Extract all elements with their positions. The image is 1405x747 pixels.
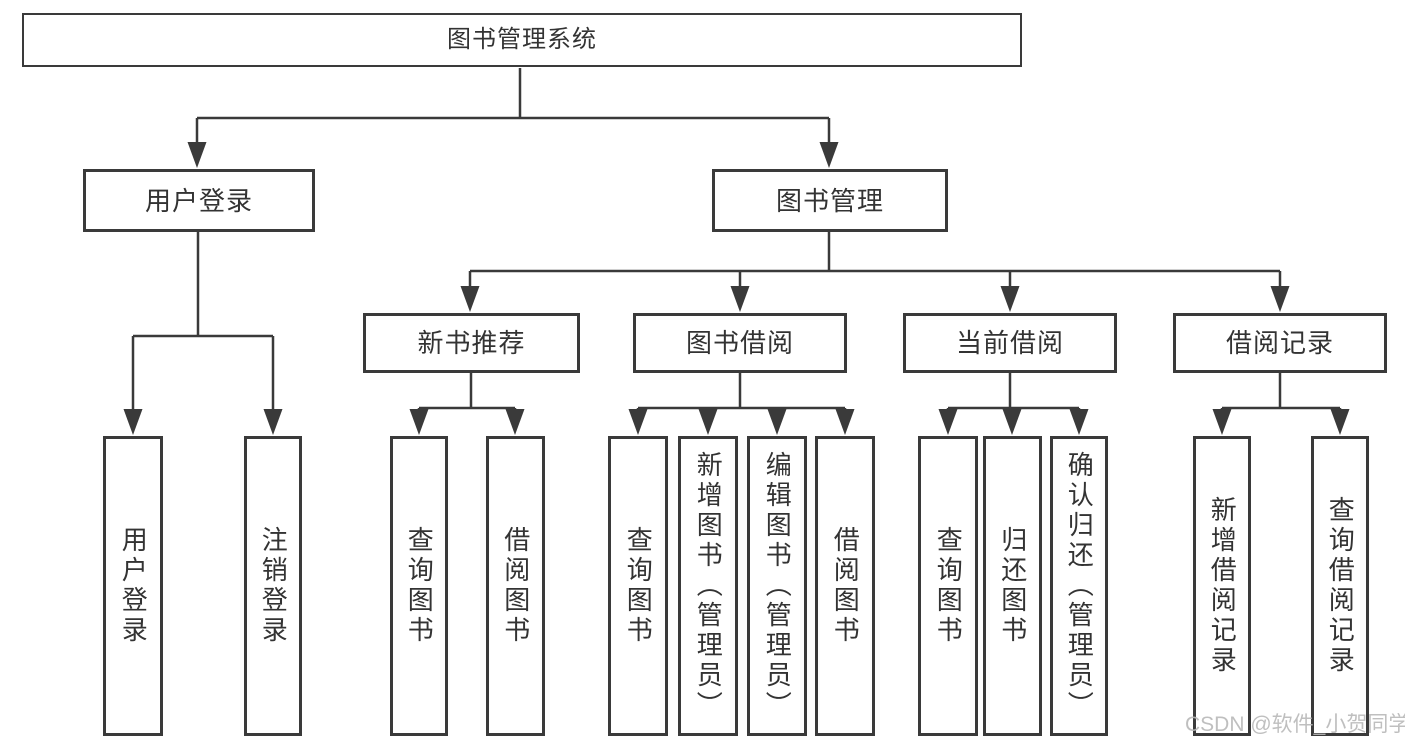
arrow-down-icon	[1069, 409, 1089, 435]
node-root-label: 图书管理系统	[447, 26, 597, 53]
arrow-down-icon	[1330, 409, 1350, 435]
arrow-down-icon	[1270, 286, 1290, 312]
node-borrow-records: 借阅记录	[1173, 313, 1387, 373]
arrow-down-icon	[409, 409, 429, 435]
leaf-return-book-label: 归还图书	[997, 526, 1028, 646]
leaf-return-book: 归还图书	[983, 436, 1042, 736]
node-root-system: 图书管理系统	[22, 13, 1022, 67]
node-book-management-label: 图书管理	[775, 185, 884, 216]
arrow-down-icon	[123, 409, 143, 435]
arrow-down-icon	[460, 286, 480, 312]
leaf-user-login-label: 用户登录	[118, 526, 149, 646]
node-user-login-label: 用户登录	[144, 185, 253, 216]
arrow-down-icon	[819, 142, 839, 168]
arrow-down-icon	[938, 409, 958, 435]
leaf-edit-book-admin: 编辑图书（管理员）	[747, 436, 807, 736]
connector-user-login	[131, 232, 275, 414]
leaf-query-books-borrow: 查询图书	[608, 436, 668, 736]
leaf-borrow-books-label: 借阅图书	[830, 526, 861, 646]
leaf-add-borrow-record: 新增借阅记录	[1193, 436, 1251, 736]
arrow-down-icon	[1212, 409, 1232, 435]
connector-book-management	[468, 232, 1282, 290]
arrow-down-icon	[1002, 409, 1022, 435]
leaf-query-books-current: 查询图书	[918, 436, 978, 736]
node-user-login: 用户登录	[83, 169, 315, 232]
leaf-add-book-admin-label: 新增图书（管理员）	[693, 451, 724, 721]
leaf-add-book-admin: 新增图书（管理员）	[678, 436, 738, 736]
connector-book-borrow	[636, 373, 847, 414]
connector-current-borrow	[946, 373, 1081, 414]
leaf-edit-book-admin-label: 编辑图书（管理员）	[762, 451, 793, 721]
leaf-query-borrow-record: 查询借阅记录	[1311, 436, 1369, 736]
arrow-down-icon	[628, 409, 648, 435]
leaf-query-books-borrow-label: 查询图书	[623, 526, 654, 646]
node-borrow-records-label: 借阅记录	[1225, 328, 1334, 358]
leaf-logout-login-label: 注销登录	[258, 526, 289, 646]
leaf-query-books-recommend-label: 查询图书	[404, 526, 435, 646]
connector-new-book	[417, 373, 517, 414]
node-book-borrow-label: 图书借阅	[685, 328, 794, 358]
leaf-borrow-books-recommend: 借阅图书	[486, 436, 545, 736]
leaf-query-books-recommend: 查询图书	[390, 436, 448, 736]
arrow-down-icon	[698, 409, 718, 435]
leaf-query-borrow-record-label: 查询借阅记录	[1325, 496, 1356, 676]
arrow-down-icon	[263, 409, 283, 435]
arrow-down-icon	[1000, 286, 1020, 312]
leaf-add-borrow-record-label: 新增借阅记录	[1207, 496, 1238, 676]
arrow-down-icon	[835, 409, 855, 435]
arrow-down-icon	[505, 409, 525, 435]
node-book-management: 图书管理	[712, 169, 948, 232]
connector-root	[195, 68, 831, 146]
leaf-confirm-return-admin-label: 确认归还（管理员）	[1064, 451, 1095, 721]
arrow-down-icon	[187, 142, 207, 168]
leaf-user-login: 用户登录	[103, 436, 163, 736]
csdn-watermark: CSDN @软件_小贺同学	[1185, 713, 1405, 736]
leaf-borrow-books: 借阅图书	[815, 436, 875, 736]
node-book-borrow: 图书借阅	[633, 313, 847, 373]
arrow-down-icon	[730, 286, 750, 312]
leaf-confirm-return-admin: 确认归还（管理员）	[1050, 436, 1108, 736]
arrowhead-icons	[123, 142, 1350, 435]
node-new-book-recommend-label: 新书推荐	[417, 328, 526, 358]
leaf-borrow-books-recommend-label: 借阅图书	[500, 526, 531, 646]
node-current-borrow: 当前借阅	[903, 313, 1117, 373]
node-current-borrow-label: 当前借阅	[955, 328, 1064, 358]
leaf-query-books-current-label: 查询图书	[933, 526, 964, 646]
connector-borrow-records	[1220, 373, 1342, 414]
node-new-book-recommend: 新书推荐	[363, 313, 580, 373]
leaf-logout-login: 注销登录	[244, 436, 302, 736]
arrow-down-icon	[767, 409, 787, 435]
